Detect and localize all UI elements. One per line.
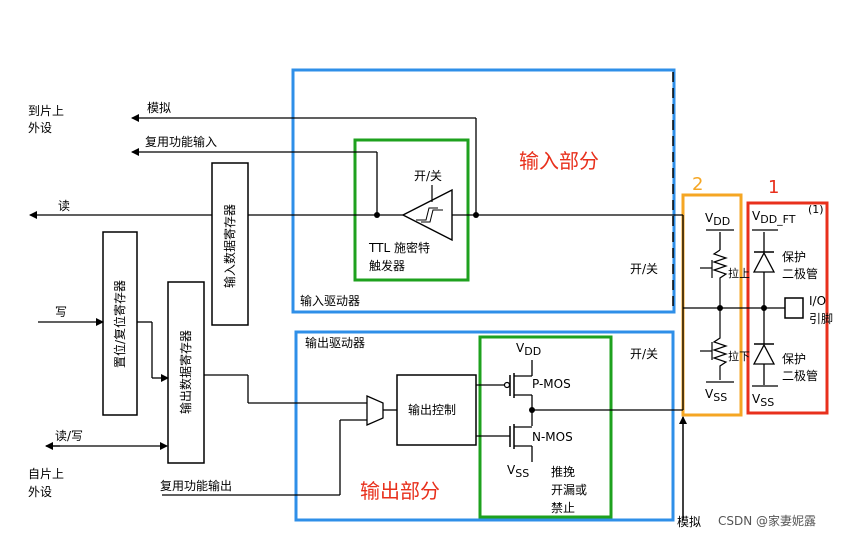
- mode-label-1: 推挽: [551, 465, 575, 479]
- input-section-title: 输入部分: [519, 149, 599, 173]
- write-label: 写: [55, 305, 67, 319]
- pull-down-resistor: [712, 308, 728, 380]
- diode-box-number: 1: [768, 177, 779, 198]
- pull-up-resistor: [712, 249, 728, 308]
- nmos-label: N-MOS: [532, 430, 573, 444]
- io-label-1: I/O: [809, 294, 826, 308]
- from-onchip-label-1: 自片上: [28, 467, 64, 481]
- output-mux: [366, 395, 384, 426]
- protection-diode-bottom: [752, 343, 776, 365]
- read-write-label: 读/写: [55, 429, 83, 443]
- pmos-label: P-MOS: [532, 377, 571, 391]
- analog-bottom-label: 模拟: [677, 515, 701, 529]
- watermark: CSDN @家妻妮露: [718, 513, 816, 528]
- set-reset-register-label: 置位/复位寄存器: [112, 280, 127, 368]
- mode-label-3: 禁止: [551, 501, 575, 515]
- diode-vss-label: VSS: [752, 392, 774, 409]
- af-input-label: 复用功能输入: [145, 134, 217, 149]
- pull-up-label: 拉上: [728, 266, 750, 280]
- output-control-label: 输出控制: [408, 402, 456, 417]
- protect-label-2b: 二极管: [782, 368, 818, 383]
- ttl-label-1: TTL 施密特: [368, 240, 430, 255]
- vdd-ft-note: (1): [808, 203, 824, 216]
- input-data-register: [211, 162, 249, 326]
- schmitt-trigger-box: [353, 138, 470, 282]
- io-label-2: 引脚: [809, 311, 833, 326]
- protection-diode-top: [752, 251, 776, 273]
- output-data-register-label: 输出数据寄存器: [178, 330, 193, 414]
- output-driver-label: 输出驱动器: [305, 335, 365, 350]
- analog-top-label: 模拟: [147, 101, 171, 115]
- input-on-off-label: 开/关: [630, 262, 658, 276]
- vdd-ft-label: VDD_FT: [752, 209, 796, 226]
- input-driver-label: 输入驱动器: [300, 293, 360, 308]
- trigger-on-off-label: 开/关: [414, 169, 442, 183]
- output-section-title: 输出部分: [360, 479, 440, 503]
- to-onchip-label-2: 外设: [28, 121, 52, 135]
- protect-label-2a: 保护: [782, 352, 806, 366]
- mos-vss-label: VSS: [507, 463, 529, 480]
- mode-label-2: 开漏或: [551, 483, 587, 497]
- io-pin: [784, 297, 804, 319]
- af-output-label: 复用功能输出: [160, 478, 232, 493]
- protect-label-1b: 二极管: [782, 266, 818, 281]
- ttl-label-2: 触发器: [369, 258, 405, 273]
- pull-vdd-label: VDD: [705, 211, 730, 228]
- mos-box: [478, 335, 613, 519]
- input-section-box: [291, 68, 676, 314]
- output-control-block: [396, 374, 477, 446]
- to-onchip-label-1: 到片上: [28, 104, 64, 118]
- output-data-register: [167, 281, 205, 464]
- pull-down-label: 拉下: [728, 349, 750, 363]
- read-label: 读: [58, 199, 70, 213]
- output-on-off-label: 开/关: [630, 347, 658, 361]
- pull-vss-label: VSS: [705, 387, 727, 404]
- pull-box-number: 2: [692, 174, 703, 195]
- protect-label-1a: 保护: [782, 250, 806, 264]
- output-section-box: [294, 330, 675, 522]
- mos-vdd-label: VDD: [516, 341, 541, 358]
- input-data-register-label: 输入数据寄存器: [222, 204, 237, 288]
- from-onchip-label-2: 外设: [28, 485, 52, 499]
